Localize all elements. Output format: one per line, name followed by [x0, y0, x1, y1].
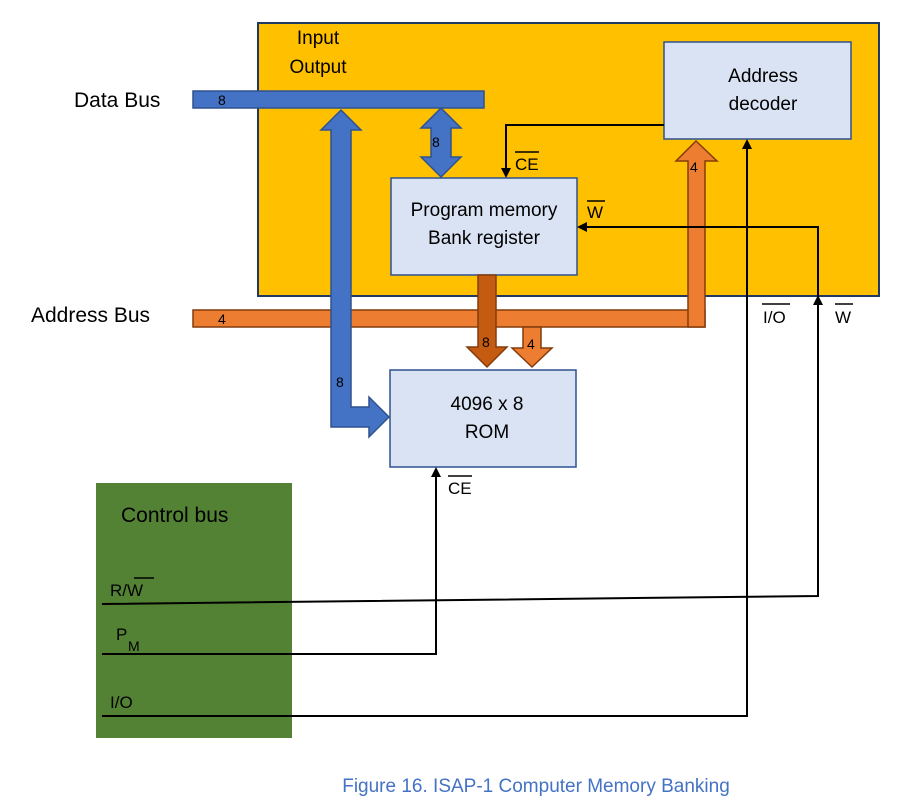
io-label-line1: Input — [297, 28, 340, 49]
rom-box — [389, 369, 577, 468]
pm-subscript: M — [128, 638, 140, 654]
w-to-bank-wire — [577, 222, 819, 297]
bank-register-label-line1: Program memory — [411, 200, 558, 221]
rw-signal-label: R/W — [110, 581, 143, 600]
decoder-ce-wire — [501, 124, 664, 178]
data-to-rom-width: 8 — [336, 374, 344, 390]
data-bus-arrow — [192, 90, 485, 109]
address-bus-arrow — [192, 309, 706, 328]
io-signal-label: I/O — [110, 693, 133, 712]
rw-wire — [101, 295, 823, 605]
data-bus-width: 8 — [218, 92, 226, 108]
bank-to-rom-arrow — [465, 274, 509, 369]
pm-to-rom-wire — [102, 467, 441, 655]
control-bus-label: Control bus — [121, 504, 228, 527]
address-to-decoder-width: 4 — [690, 159, 698, 175]
bank-register-box — [390, 177, 578, 276]
figure-caption: Figure 16. ISAP-1 Computer Memory Bankin… — [342, 776, 730, 797]
address-decoder-box — [663, 41, 852, 140]
io-bar-signal: I/O — [763, 308, 786, 327]
data-bus-label: Data Bus — [74, 89, 160, 112]
control-bus-block — [96, 483, 292, 738]
address-to-rom-arrow — [510, 326, 554, 369]
bank-w-signal: W — [587, 203, 603, 222]
data-to-rom-arrow — [319, 108, 391, 439]
pm-signal-label: P — [116, 625, 127, 644]
address-to-rom-width: 4 — [527, 336, 535, 352]
address-bus-label: Address Bus — [31, 304, 150, 327]
rom-ce-signal: CE — [448, 479, 472, 498]
io-to-decoder-wire — [102, 139, 752, 717]
address-decoder-label-line2: decoder — [729, 94, 798, 115]
rom-label-line1: 4096 x 8 — [451, 394, 524, 415]
data-bank-bidirectional-arrow — [419, 106, 463, 179]
bank-register-label-line2: Bank register — [428, 228, 541, 249]
bank-to-rom-width: 8 — [482, 334, 490, 350]
rom-label-line2: ROM — [465, 422, 509, 443]
bank-ce-signal: CE — [515, 155, 539, 174]
address-decoder-label-line1: Address — [728, 66, 798, 87]
data-bank-width: 8 — [432, 134, 440, 150]
address-to-decoder-arrow — [674, 139, 719, 328]
address-bus-width: 4 — [218, 311, 226, 327]
right-w-signal: W — [835, 308, 851, 327]
io-label-line2: Output — [289, 57, 347, 78]
